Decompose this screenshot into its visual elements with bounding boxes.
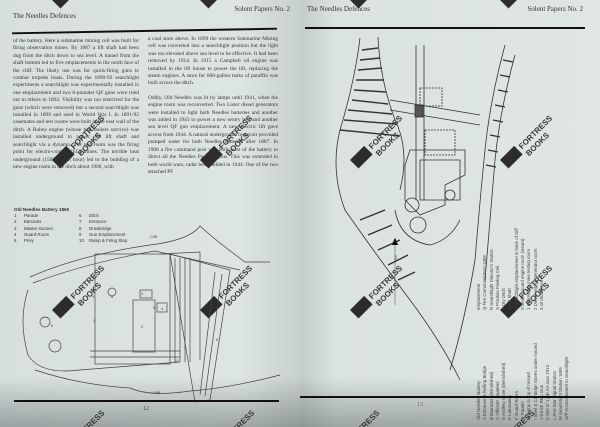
plan-label: 10: [174, 358, 179, 363]
page-shadow: [300, 377, 600, 427]
site-legend: Old Needles Battery A Entrance & Rolling…: [476, 210, 570, 420]
page-number: 12: [143, 406, 149, 412]
battery-plan-1860: Cliff Cliff 1 2 3 4 5 6 9 9 9 10: [22, 225, 281, 403]
legend-label: Guard Room: [24, 231, 50, 237]
legend-title: Old Needles Battery 1860: [14, 207, 70, 212]
battery-site-plan: 10m: [335, 36, 516, 381]
paragraph: of the battery. Here a submarine mining …: [13, 38, 139, 170]
legend-label: Drawbridge: [89, 225, 112, 231]
legend-num: 2: [14, 219, 17, 225]
paragraph: a coal store above. In 1899 the western …: [148, 36, 278, 87]
paragraph: Oddly, Old Needles was lit by lamps unti…: [148, 94, 278, 175]
legend-column-2: emplacement Q Fire Command Post 1908 R S…: [476, 210, 570, 310]
plan-label: 9: [92, 294, 95, 299]
legend-item: O/P Access tunnel to searchlight: [564, 356, 570, 420]
legend-item: 3 oil drum store: [538, 279, 544, 310]
legend-label: Privy: [24, 238, 34, 244]
legend-num: 6: [79, 213, 82, 219]
legend-label: Barracks: [24, 219, 42, 225]
scale-label: 10m: [394, 255, 398, 262]
legend-num: 7: [79, 219, 82, 225]
legend-label: Ramp & Firing Step: [89, 238, 128, 244]
plan-label: 2: [141, 324, 144, 329]
plan-label: 5: [153, 305, 156, 310]
plan-label: 9: [51, 323, 54, 328]
header-rule: [305, 27, 585, 29]
legend-num: 9: [79, 231, 82, 237]
page-shadow: [0, 377, 300, 427]
running-title: The Needles Defences: [307, 5, 370, 13]
plan-label: Cliff: [150, 234, 158, 239]
legend-num: 1: [14, 213, 17, 219]
legend-label: Ditch: [89, 213, 100, 219]
legend-column-1: Old Needles Battery A Entrance & Rolling…: [476, 320, 570, 420]
legend-label: Entrance: [89, 219, 107, 225]
text-column-1: of the battery. Here a submarine mining …: [13, 38, 139, 178]
legend-num: 10: [79, 238, 84, 244]
plan-label: 1: [93, 318, 96, 323]
plan-label: 4: [161, 306, 164, 311]
legend-num: 5: [14, 238, 17, 244]
page-number: 13: [417, 402, 423, 408]
legend-label: Gun Emplacement: [89, 231, 126, 237]
running-title: The Needles Defences: [13, 12, 76, 20]
legend-num: 3: [14, 225, 17, 231]
legend-label: Master Gunner: [24, 225, 54, 231]
plan-label: 9: [111, 294, 114, 299]
running-series: Solent Papers No. 2: [527, 5, 583, 13]
plan-label: 6: [216, 337, 219, 342]
legend-label: Parade: [24, 213, 39, 219]
footer-rule: [300, 396, 585, 398]
legend-num: 8: [79, 225, 82, 231]
footer-rule: [14, 400, 279, 402]
running-series: Solent Papers No. 2: [234, 5, 290, 13]
text-column-2: a coal store above. In 1899 the western …: [148, 36, 278, 183]
plan-label: Cliff: [153, 390, 161, 395]
legend-num: 4: [14, 231, 17, 237]
plan-label: 3: [141, 291, 144, 296]
